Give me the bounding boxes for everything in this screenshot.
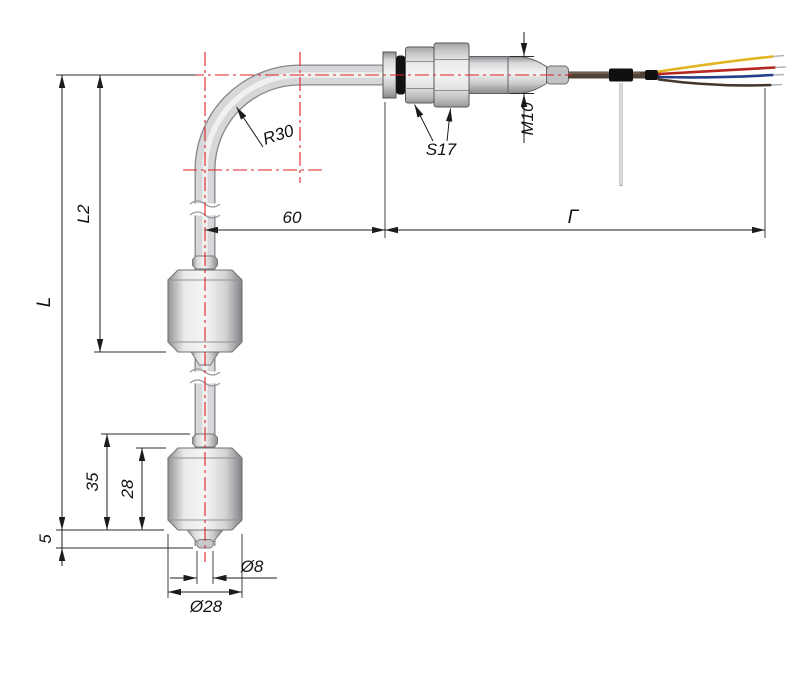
shrink-band-1	[609, 68, 633, 82]
label-d8: Ø8	[240, 557, 264, 576]
label-L2: L2	[74, 204, 93, 223]
bare-tip	[772, 54, 785, 58]
bent-tube	[194, 64, 396, 546]
output-wires	[568, 54, 787, 186]
wire-dark	[657, 78, 773, 87]
bare-tip	[772, 73, 785, 76]
label-s17: S17	[426, 140, 457, 159]
label-gamma: Γ	[568, 207, 580, 228]
label-L: L	[34, 297, 55, 308]
sensor-body	[167, 42, 787, 549]
wire-red	[657, 66, 777, 76]
wire-blue	[657, 73, 775, 79]
label-r30: R30	[261, 121, 297, 149]
label-m10: M10	[518, 102, 537, 136]
label-5: 5	[36, 534, 55, 544]
bare-tip	[774, 66, 787, 69]
dimensions	[56, 32, 766, 598]
bare-tip	[770, 83, 783, 86]
leader-r30	[236, 106, 264, 148]
leader-s17-b	[445, 108, 453, 142]
centerlines	[183, 52, 572, 562]
tube-highlight	[202, 72, 396, 546]
wire-yellow	[657, 55, 775, 73]
shrink-band-2	[645, 70, 658, 80]
dimension-labels: L L2 35 28 5 Ø8 Ø28 60 Γ R30 S17 M10	[34, 102, 580, 616]
label-28: 28	[118, 479, 137, 499]
leader-s17-a	[414, 104, 434, 142]
label-d28: Ø28	[189, 597, 223, 616]
label-35: 35	[83, 472, 102, 491]
label-60: 60	[283, 208, 302, 227]
